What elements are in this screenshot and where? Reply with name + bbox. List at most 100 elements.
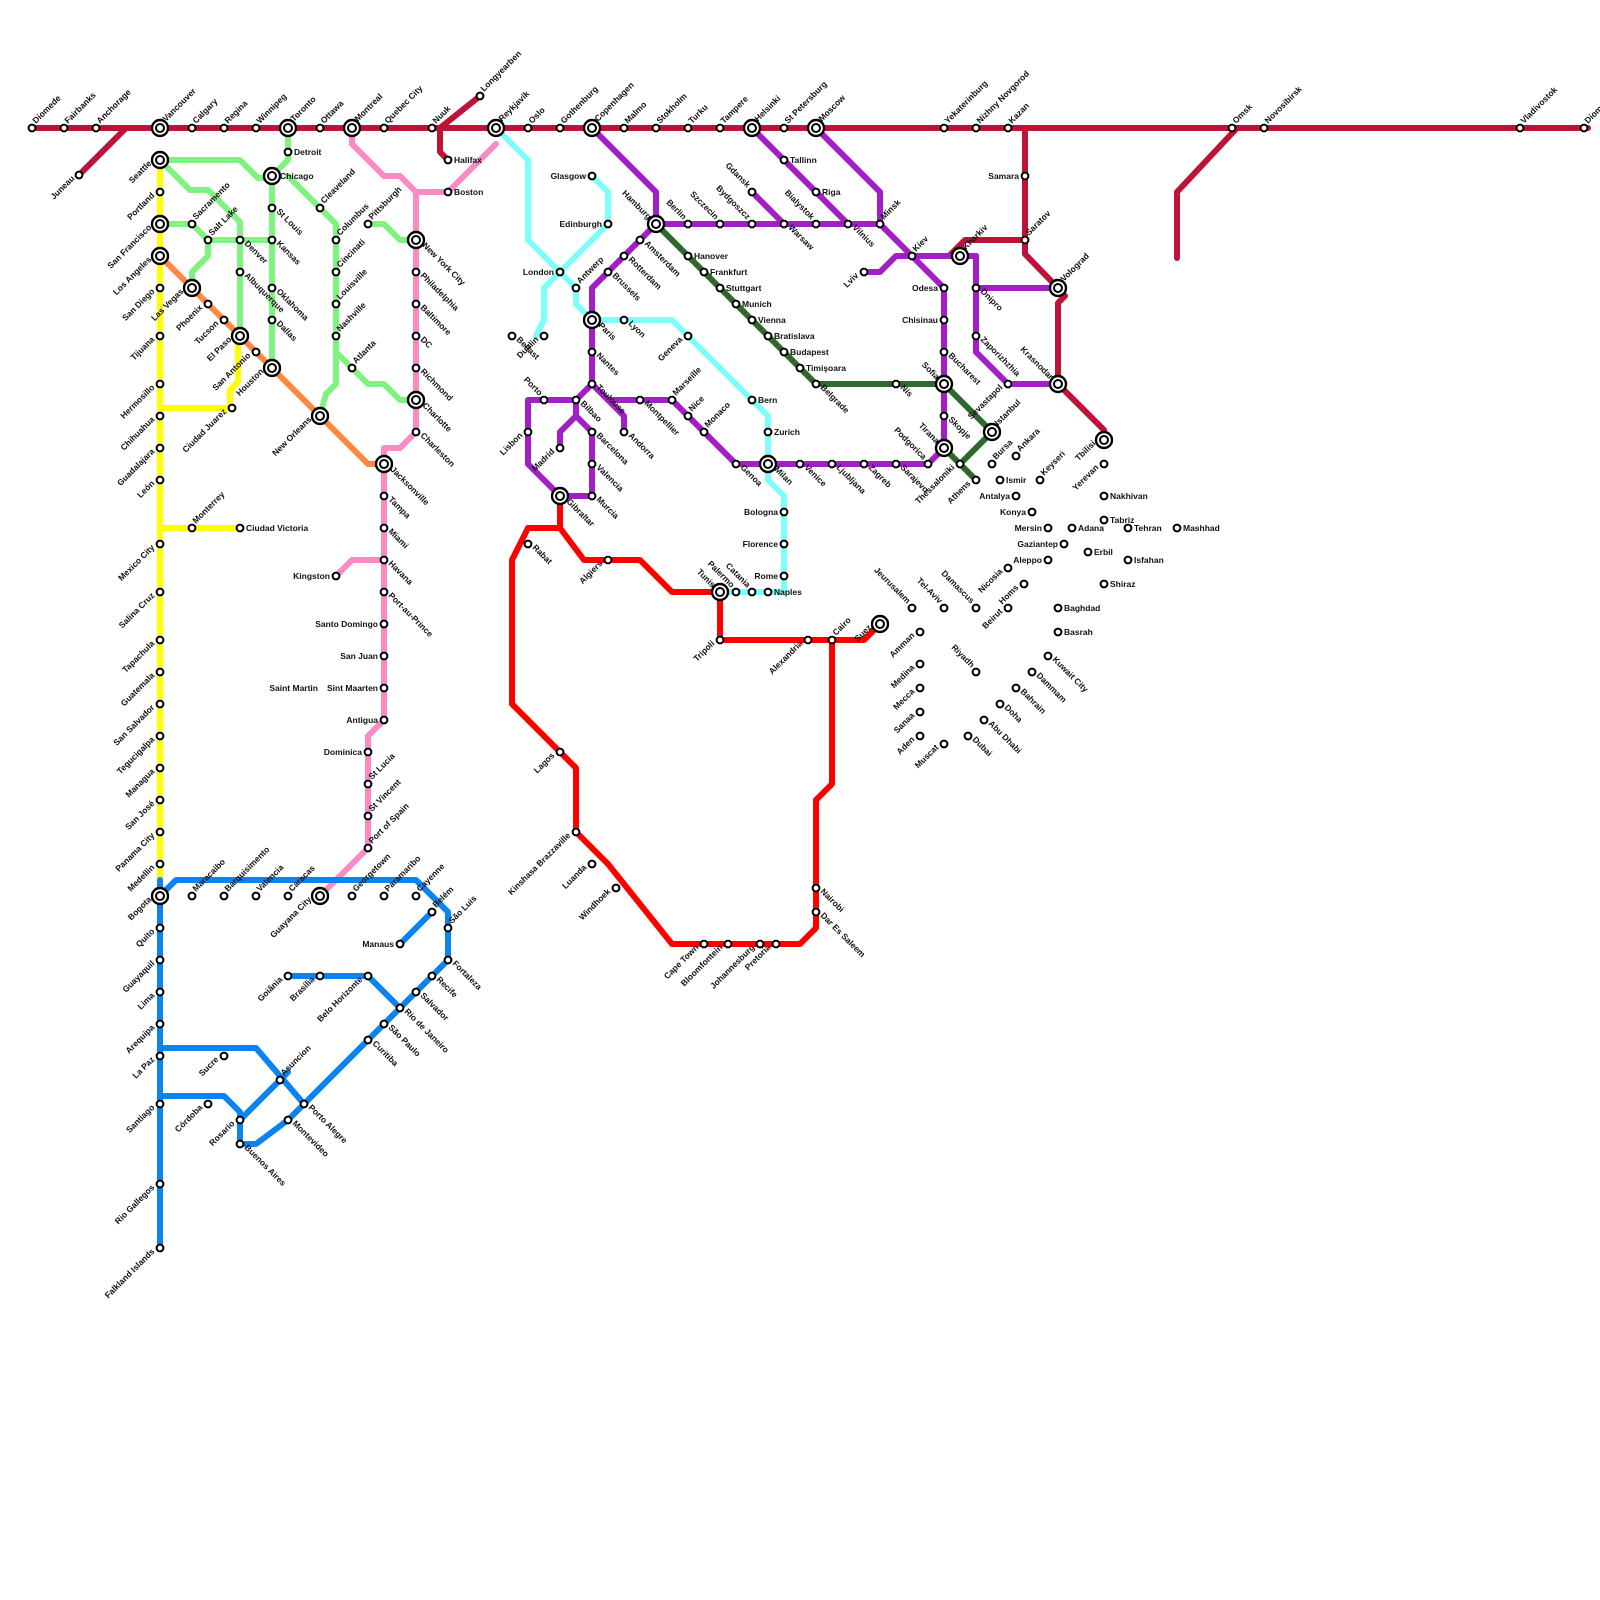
station-seattle[interactable] [150,150,170,170]
station-ciudad-juarez[interactable] [227,403,237,413]
station-manaus[interactable] [395,939,405,949]
station-tapachula[interactable] [155,635,165,645]
station-juneau[interactable] [74,170,84,180]
station-kiev[interactable] [907,251,917,261]
station-dominica[interactable] [363,747,373,757]
station-genoa[interactable] [731,459,741,469]
station-nairobi[interactable] [811,883,821,893]
station-erbil[interactable] [1083,547,1093,557]
station-san-salvador[interactable] [155,699,165,709]
station-sanaa[interactable] [915,707,925,717]
station-san-jose[interactable] [155,795,165,805]
station-managua[interactable] [155,763,165,773]
station-andorra[interactable] [619,427,629,437]
station-regina[interactable] [219,123,229,133]
station-sofia[interactable] [934,374,954,394]
station-sevastapol[interactable] [1003,379,1013,389]
station-saratov[interactable] [1020,235,1030,245]
station-san-francisco[interactable] [150,214,170,234]
station-anchorage[interactable] [91,123,101,133]
station-muscat[interactable] [939,739,949,749]
station-monaco[interactable] [699,427,709,437]
station-krasnodar[interactable] [1048,374,1068,394]
station-tallinn[interactable] [779,155,789,165]
station-new-orleans[interactable] [310,406,330,426]
station-medellin[interactable] [155,859,165,869]
station-medina[interactable] [915,659,925,669]
station-tampa[interactable] [379,491,389,501]
station-miami[interactable] [379,523,389,533]
station-dammam[interactable] [1027,667,1037,677]
station-sao-luis[interactable] [443,923,453,933]
station-aden[interactable] [915,731,925,741]
station-st-lucia[interactable] [363,779,373,789]
station-rosario[interactable] [235,1115,245,1125]
station-antwerp[interactable] [571,283,581,293]
station-nantes[interactable] [587,347,597,357]
station-hanover[interactable] [683,251,693,261]
station-longyearben[interactable] [475,91,485,101]
station-gibraltar[interactable] [550,486,570,506]
station-luanda[interactable] [587,859,597,869]
station-dubai[interactable] [963,731,973,741]
station-mashhad[interactable] [1172,523,1182,533]
station-yekaterinburg[interactable] [939,123,949,133]
station-dc[interactable] [411,331,421,341]
station-catania[interactable] [747,587,757,597]
station-london[interactable] [555,267,565,277]
station-bursa[interactable] [987,459,997,469]
station-halifax[interactable] [443,155,453,165]
station-sacramento[interactable] [187,219,197,229]
station-charlotte[interactable] [406,390,426,410]
station-belem[interactable] [427,907,437,917]
station-tbilisi[interactable] [1094,430,1114,450]
station-belfast[interactable] [507,331,517,341]
station-copenhagen[interactable] [582,118,602,138]
station-omsk[interactable] [1227,123,1237,133]
station-caracas[interactable] [283,891,293,901]
station-ismir[interactable] [995,475,1005,485]
station-santiago[interactable] [155,1099,165,1109]
station-boston[interactable] [443,187,453,197]
station-bahrain[interactable] [1011,683,1021,693]
station-chisinau[interactable] [939,315,949,325]
station-gothenburg[interactable] [555,123,565,133]
station-oklahoma[interactable] [267,283,277,293]
station-chicago[interactable] [262,166,282,186]
station-bogota[interactable] [150,886,170,906]
station-ciudad-victoria[interactable] [235,523,245,533]
station-quebec-city[interactable] [379,123,389,133]
station-lyon[interactable] [619,315,629,325]
station-windhoek[interactable] [611,883,621,893]
station-kansas[interactable] [267,235,277,245]
station-goiania[interactable] [283,971,293,981]
station-venice[interactable] [795,459,805,469]
station-el-paso[interactable] [230,326,250,346]
station-nakhivan[interactable] [1099,491,1109,501]
station-moscow[interactable] [806,118,826,138]
station-tunis[interactable] [710,582,730,602]
station-skopje[interactable] [939,411,949,421]
station-las-vegas[interactable] [182,278,202,298]
station-budapest[interactable] [779,347,789,357]
station-hermosillo[interactable] [155,379,165,389]
station-milan[interactable] [758,454,778,474]
station-suez[interactable] [870,614,890,634]
station-turku[interactable] [683,123,693,133]
station-sarajevo[interactable] [891,459,901,469]
station-sao-paulo[interactable] [379,1019,389,1029]
station-panama-city[interactable] [155,827,165,837]
station-dar-es-saleem[interactable] [811,907,821,917]
station-port-au-prince[interactable] [379,587,389,597]
station-portland[interactable] [155,187,165,197]
station-stokholm[interactable] [651,123,661,133]
station-bologna[interactable] [779,507,789,517]
station-nizhny-novgorod[interactable] [971,123,981,133]
station-geneva[interactable] [683,331,693,341]
station-tabriz[interactable] [1099,515,1109,525]
station-tel-aviv[interactable] [939,603,949,613]
station-zurich[interactable] [763,427,773,437]
station-havana[interactable] [379,555,389,565]
station-diomede[interactable] [27,123,37,133]
station-sucre[interactable] [219,1051,229,1061]
